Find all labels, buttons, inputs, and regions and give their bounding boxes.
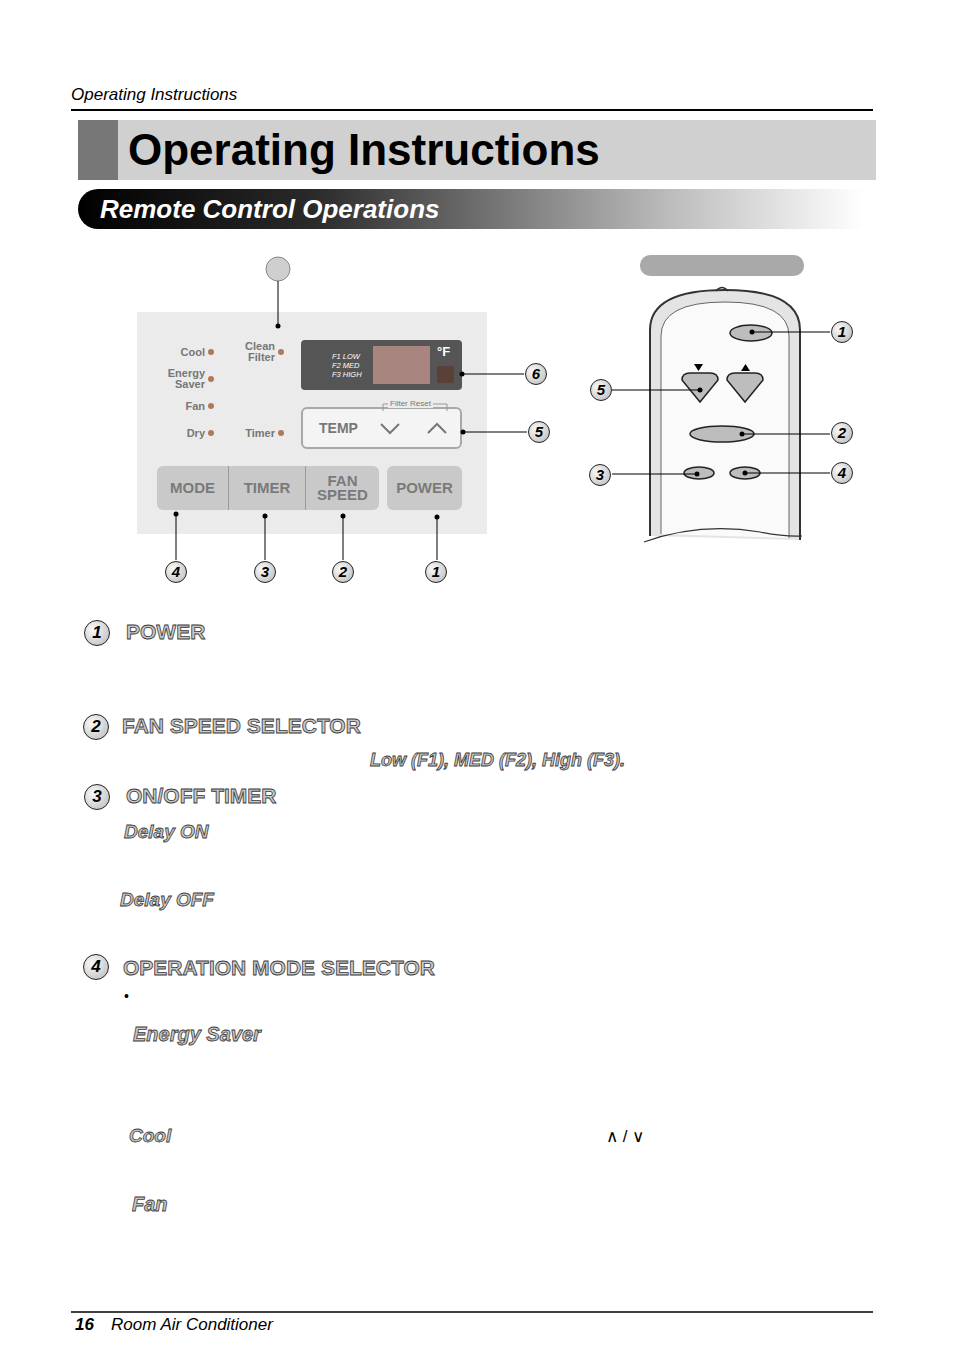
leader-dot <box>276 324 281 329</box>
title-bar: Operating Instructions <box>78 120 876 180</box>
speed-values: Low (F1), MED (F2), High (F3). <box>370 750 625 771</box>
section-number: 3 <box>84 784 110 810</box>
down-chevron <box>381 424 399 433</box>
callout-number: 3 <box>254 561 276 583</box>
callout-number: 2 <box>831 422 853 444</box>
term: Energy Saver <box>133 1023 261 1046</box>
panel-button: MODE <box>157 466 228 510</box>
footer-text: Room Air Conditioner <box>111 1315 273 1335</box>
section-heading: OPERATION MODE SELECTOR <box>123 956 435 980</box>
temp-control: TEMPFilter Reset <box>301 407 462 449</box>
down-mark <box>694 364 703 371</box>
indicator-label: Timer <box>233 428 275 439</box>
section-title: Remote Control Operations <box>100 189 439 229</box>
button-label: TIMER <box>244 481 291 495</box>
callout-number: 6 <box>525 363 547 385</box>
rule <box>71 1311 873 1313</box>
button-label: POWER <box>396 481 453 495</box>
callout-number: 5 <box>528 421 550 443</box>
callout-number: 2 <box>332 561 354 583</box>
remote-buttons <box>682 325 772 479</box>
callout-number: 1 <box>425 561 447 583</box>
indicator-label: Fan <box>157 401 205 412</box>
page-number: 16 <box>75 1315 94 1335</box>
callout-number: 4 <box>831 462 853 484</box>
leader-line <box>278 281 279 326</box>
bullet: • <box>124 988 129 1004</box>
display-window: F1 LOW F2 MED F3 HIGH °F <box>301 340 462 390</box>
button-label: MODE <box>170 481 215 495</box>
remote-face <box>661 302 789 538</box>
term: Delay OFF <box>120 889 214 911</box>
section-heading: POWER <box>126 620 205 644</box>
section-heading: FAN SPEED SELECTOR <box>122 714 361 738</box>
button-label: FAN SPEED <box>306 474 379 502</box>
temp-frame <box>302 408 461 448</box>
leader-lines <box>176 332 830 560</box>
callout-number: 4 <box>165 561 187 583</box>
callout-number: 5 <box>590 379 612 401</box>
speed-legend: F1 LOW F2 MED F3 HIGH <box>332 352 366 379</box>
panel-button: FAN SPEED <box>305 466 379 510</box>
arrow-keys: ∧ / ∨ <box>606 1126 644 1147</box>
term: Cool <box>129 1125 171 1147</box>
term: Delay ON <box>124 821 208 843</box>
page-title: Operating Instructions <box>128 120 600 180</box>
panel-button: POWER <box>387 466 462 510</box>
unit-label: °F <box>437 344 450 359</box>
blank-callout <box>266 257 290 281</box>
rule <box>71 109 873 111</box>
control-panel: CoolEnergy SaverFanDryClean FilterTimerF… <box>137 312 487 534</box>
section-number: 2 <box>83 714 109 740</box>
callout-number: 1 <box>831 321 853 343</box>
up-chevron <box>428 424 446 433</box>
up-mark <box>741 364 750 371</box>
section-number: 1 <box>84 620 110 646</box>
remote-nub <box>716 288 728 292</box>
leader-dots <box>174 330 755 520</box>
section-number: 4 <box>83 954 109 980</box>
panel-ground <box>137 312 487 534</box>
indicator-label: Energy Saver <box>161 368 205 390</box>
indicator-label: Cool <box>157 347 205 358</box>
callout-number: 3 <box>589 464 611 486</box>
remote-tag <box>640 255 804 276</box>
temp-label: TEMP <box>319 420 358 436</box>
remote-housing <box>650 290 800 540</box>
running-header: Operating Instructions <box>71 85 237 105</box>
panel-button: TIMER <box>228 466 305 510</box>
section-bar: Remote Control Operations <box>78 189 863 229</box>
digit-window <box>373 346 430 384</box>
display-ground <box>301 340 462 390</box>
filter-reset-label: Filter Reset <box>388 399 433 408</box>
term: Fan <box>132 1193 168 1216</box>
indicator-label: Clean Filter <box>237 341 275 363</box>
indicator-label: Dry <box>157 428 205 439</box>
section-heading: ON/OFF TIMER <box>126 784 277 808</box>
cut-line <box>644 529 802 542</box>
sensor <box>437 366 454 383</box>
